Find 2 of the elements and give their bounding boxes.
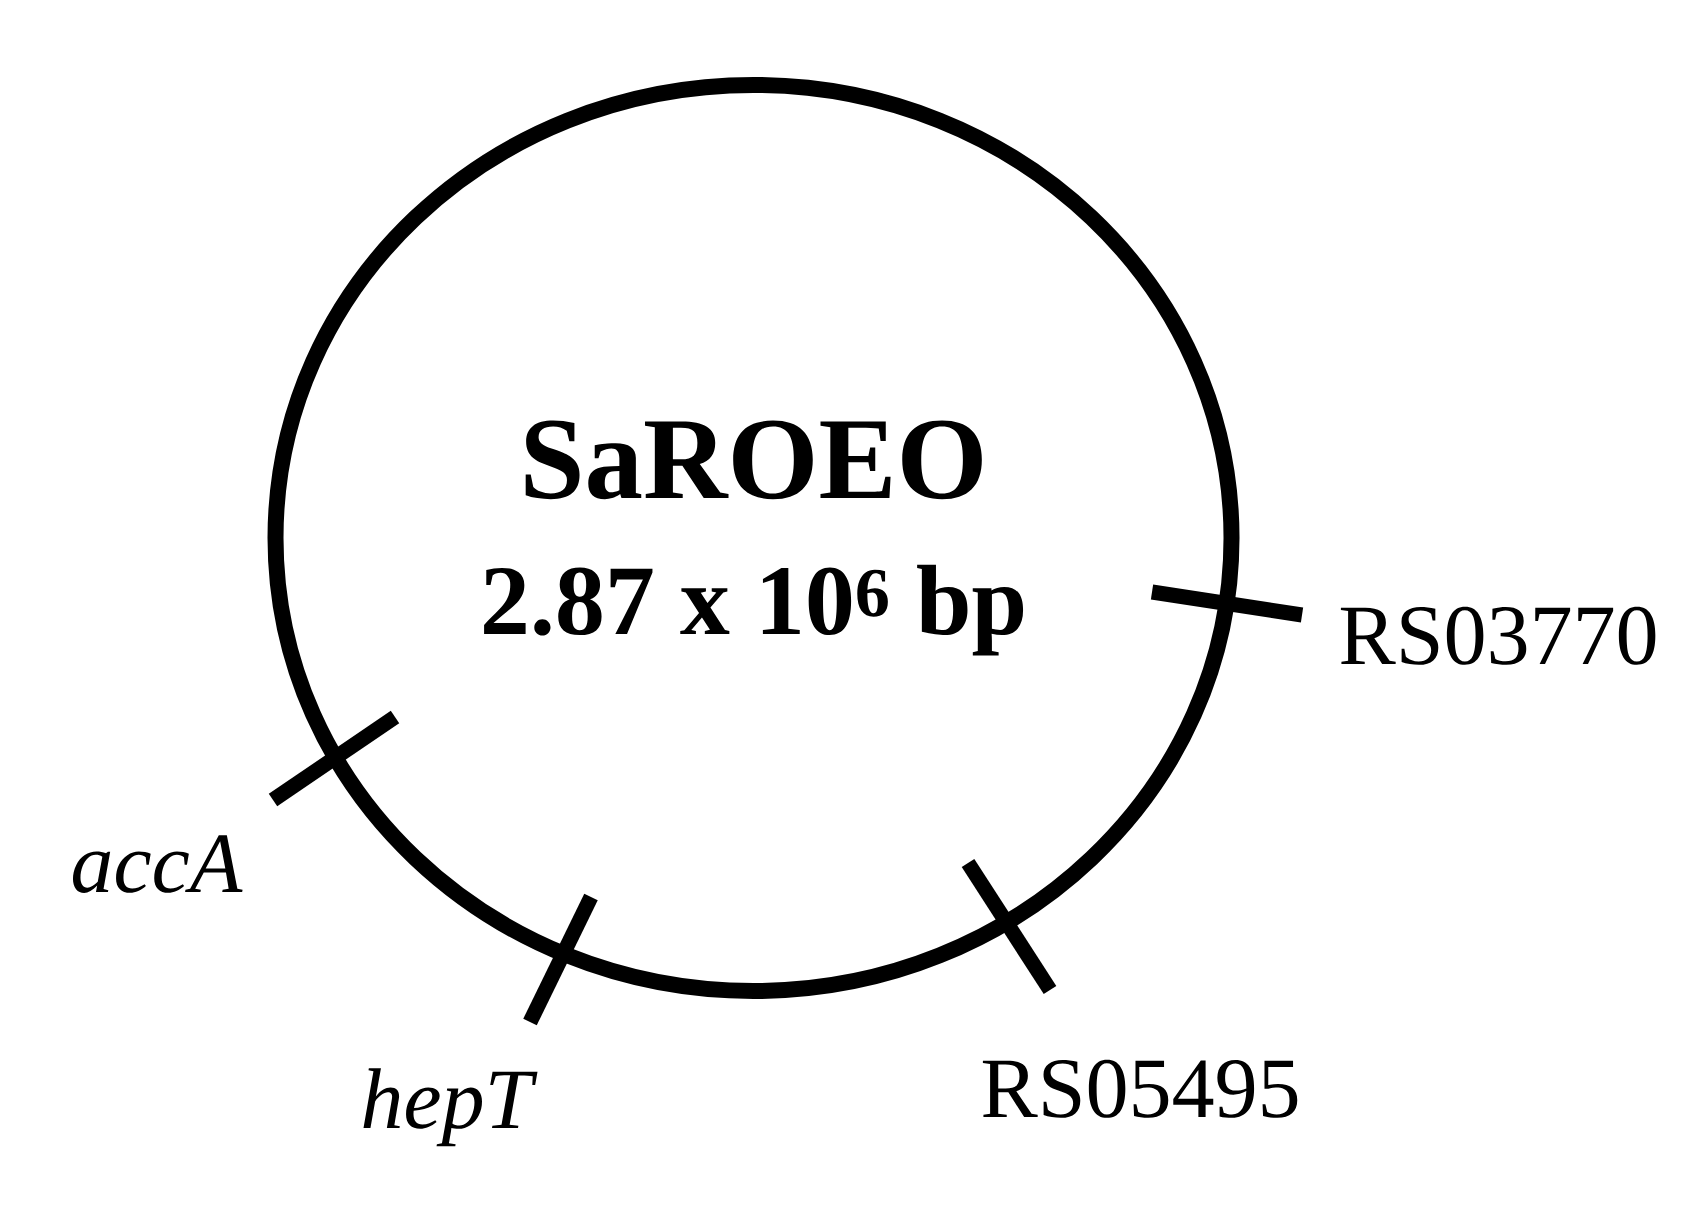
gene-label: RS05495 xyxy=(982,1059,1298,1118)
gene-label: RS03770 xyxy=(1340,606,1656,665)
